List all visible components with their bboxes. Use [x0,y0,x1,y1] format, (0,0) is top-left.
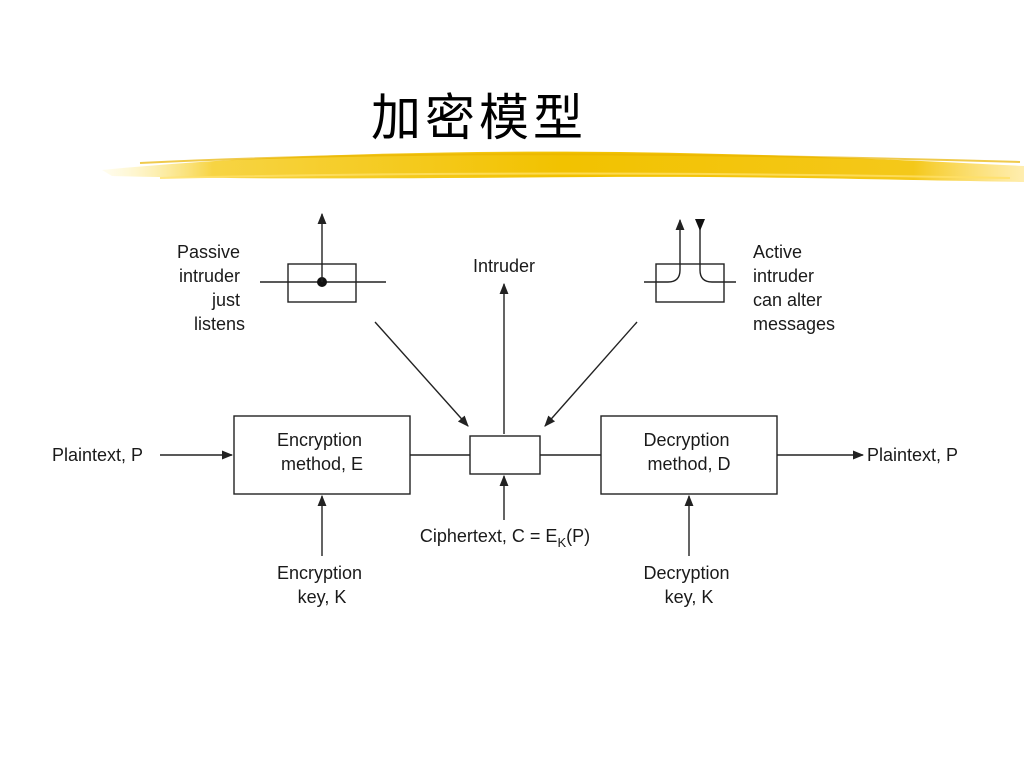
intruder-label: Intruder [473,256,535,276]
plaintext-input-label: Plaintext, P [52,445,143,465]
passive-to-channel-arrow [374,321,469,427]
encryption-method-label: Encryption method, E [277,430,367,474]
decryption-method-box [600,415,778,495]
slide-title: 加密模型 [371,89,587,147]
encryption-key-label: Encryption key, K [277,563,367,607]
passive-intruder-tap [260,212,386,303]
passive-intruder-label: Passive intruder just listens [177,242,245,334]
ciphertext-label: Ciphertext, C = EK(P) [420,526,590,550]
ciphertext-channel-box [469,435,541,475]
active-intruder-tap [644,218,736,303]
active-to-channel-arrow [544,321,638,427]
plaintext-output-label: Plaintext, P [867,445,958,465]
active-intruder-label: Active intruder can alter messages [753,242,835,334]
title-brush-stroke [102,151,1024,182]
decryption-key-label: Decryption key, K [643,563,734,607]
decryption-method-label: Decryption method, D [643,430,734,474]
